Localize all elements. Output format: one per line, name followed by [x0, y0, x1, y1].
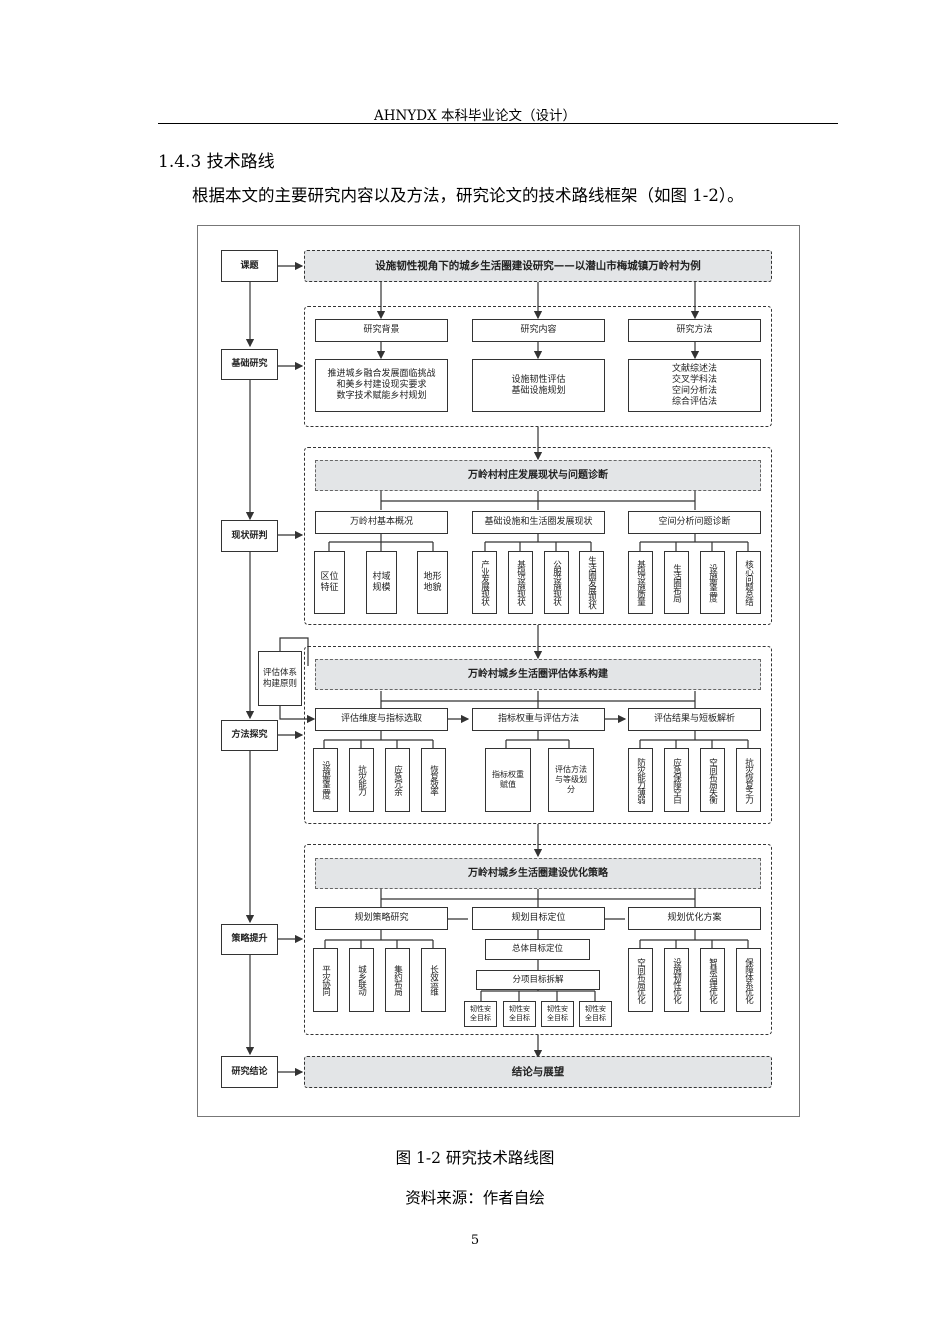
status-header-spatial: 空间分析问题诊断	[628, 511, 761, 534]
running-header: AHNYDX 本科毕业论文（设计）	[374, 108, 576, 124]
method-item: 抗灾能力	[349, 748, 374, 812]
method-header-indicator: 评估维度与指标选取	[315, 708, 448, 731]
research-title: 设施韧性视角下的城乡生活圈建设研究——以潜山市梅城镇万岭村为例	[304, 250, 772, 282]
status-header-infrastructure: 基础设施和生活圈发展现状	[472, 511, 605, 534]
target-split-box: 分项目标拆解	[476, 970, 600, 990]
target-total-box: 总体目标定位	[485, 939, 590, 960]
strategy-item: 设施韧性优化	[664, 948, 689, 1012]
basic-header-method: 研究方法	[628, 319, 761, 342]
page-number: 5	[470, 1233, 480, 1248]
figure-caption: 图 1-2 研究技术路线图	[395, 1149, 555, 1167]
status-item: 地形 地貌	[417, 551, 448, 614]
method-title: 万岭村城乡生活圈评估体系构建	[315, 659, 761, 690]
body-paragraph: 根据本文的主要研究内容以及方法，研究论文的技术路线框架（如图 1-2）。	[192, 186, 744, 205]
basic-body-method: 文献综述法 交叉学科法 空间分析法 综合评估法	[628, 359, 761, 412]
strategy-header-target: 规划目标定位	[472, 907, 605, 930]
status-item: 生活圈布局	[664, 551, 689, 614]
target-item: 韧性安 全目标	[579, 1001, 612, 1027]
method-item: 空间布局失衡	[700, 748, 725, 812]
method-item: 设施覆盖度	[313, 748, 338, 812]
status-item: 基础设施现状	[508, 551, 533, 614]
strategy-item: 空间布局优化	[628, 948, 653, 1012]
header-rule	[158, 123, 838, 124]
method-header-weight: 指标权重与评估方法	[472, 708, 605, 731]
figure-source: 资料来源：作者自绘	[405, 1189, 545, 1207]
basic-header-background: 研究背景	[315, 319, 448, 342]
status-item: 村域 规模	[366, 551, 397, 614]
label-basic-research: 基础研究	[221, 349, 278, 380]
basic-header-content: 研究内容	[472, 319, 605, 342]
label-status: 现状研判	[221, 520, 278, 552]
strategy-header-research: 规划策略研究	[315, 907, 448, 930]
strategy-item: 平灾协同	[313, 948, 338, 1012]
basic-body-background: 推进城乡融合发展面临挑战 和美乡村建设现实要求 数字技术赋能乡村规划	[315, 359, 448, 412]
status-item: 基础设施质量	[628, 551, 653, 614]
status-item: 核心问题总结	[736, 551, 761, 614]
strategy-item: 长效运维	[421, 948, 446, 1012]
strategy-item: 智慧治理优化	[700, 948, 725, 1012]
label-topic: 课题	[221, 250, 278, 282]
strategy-item: 城乡联动	[349, 948, 374, 1012]
target-item: 韧性安 全目标	[503, 1001, 536, 1027]
strategy-header-plan: 规划优化方案	[628, 907, 761, 930]
conclusion-box: 结论与展望	[304, 1056, 772, 1088]
evaluation-principle-box: 评估体系 构建原则	[258, 651, 302, 706]
status-header-overview: 万岭村基本概况	[315, 511, 448, 534]
basic-body-content: 设施韧性评估 基础设施规划	[472, 359, 605, 412]
method-item: 应急冗余	[385, 748, 410, 812]
target-item: 韧性安 全目标	[464, 1001, 497, 1027]
status-title: 万岭村村庄发展现状与问题诊断	[315, 460, 761, 491]
method-header-result: 评估结果与短板解析	[628, 708, 761, 731]
status-item: 区位 特征	[314, 551, 345, 614]
section-heading: 1.4.3 技术路线	[158, 152, 275, 172]
status-item: 公服设施现状	[544, 551, 569, 614]
strategy-title: 万岭村城乡生活圈建设优化策略	[315, 858, 761, 889]
technical-route-diagram: 课题 基础研究 现状研判 方法探究 策略提升 研究结论 设施韧性视角下的城乡生活…	[197, 225, 800, 1117]
method-item: 防灾能力薄弱	[628, 748, 653, 812]
label-method: 方法探究	[221, 720, 278, 751]
target-item: 韧性安 全目标	[541, 1001, 574, 1027]
status-item: 设施覆盖度	[700, 551, 725, 614]
strategy-item: 保障体系优化	[736, 948, 761, 1012]
status-item: 生活圈发展现状	[579, 551, 604, 614]
method-item: 应急保障空白	[664, 748, 689, 812]
strategy-item: 集约布局	[385, 948, 410, 1012]
method-item: 恢复效率	[421, 748, 446, 812]
label-conclusion: 研究结论	[221, 1056, 278, 1088]
method-item: 指标权重 赋值	[485, 748, 531, 812]
status-item: 产业发展现状	[472, 551, 497, 614]
method-item: 抗灾恢复乏力	[736, 748, 761, 812]
method-item: 评估方法 与等级划 分	[548, 748, 594, 812]
label-strategy: 策略提升	[221, 924, 278, 955]
